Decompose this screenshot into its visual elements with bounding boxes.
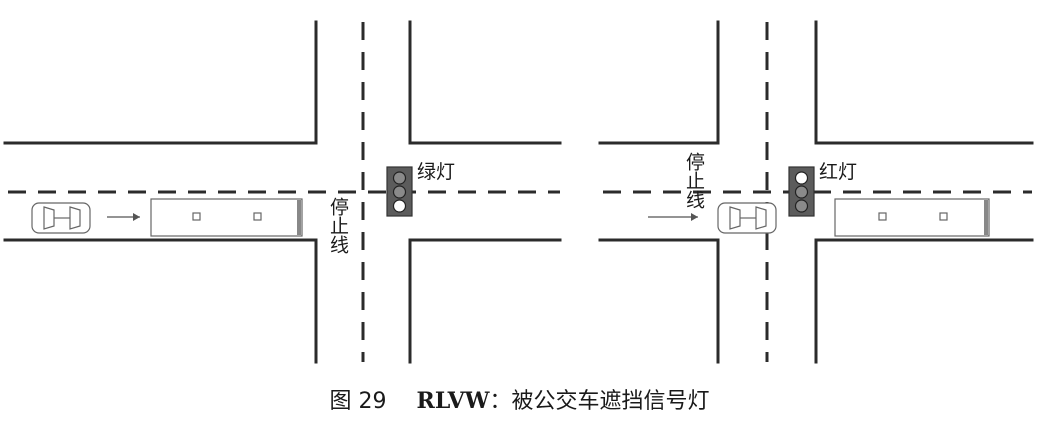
left-road-edge-bottom-left [3,238,318,364]
left-bus [150,198,303,237]
left-direction-arrow [107,213,140,221]
right-road-edge-top-right [814,20,1034,145]
left-road-edge-bottom-right [408,238,562,364]
left-car [31,202,91,234]
right-bus [834,198,990,237]
intersection-diagram: 绿灯 停止线 红灯 [3,20,1034,364]
left-road-edge-top-right [408,20,562,145]
figure-number: 图 29 [329,389,387,414]
right-car [717,202,777,234]
caption-title-rest: ：被公交车遮挡信号灯 [489,389,710,414]
right-direction-arrow [648,213,698,221]
caption-title-bold: RLVW [416,388,490,414]
left-road-edge-top-left [3,20,318,145]
figure-caption: 图 29 RLVW：被公交车遮挡信号灯 [0,383,1039,415]
right-road-edge-bottom-right [814,238,1034,364]
left-stop-line-label: 停止线 [327,197,349,254]
left-intersection: 绿灯 停止线 [3,20,562,364]
left-signal-label: 绿灯 [417,161,455,183]
right-road-edge-bottom-left [598,238,720,364]
right-stop-line-label: 停止线 [683,152,705,209]
right-signal-label: 红灯 [819,161,857,183]
left-traffic-light [386,166,413,217]
right-road-edge-top-left [598,20,720,145]
right-intersection: 红灯 停止线 [598,20,1034,364]
right-traffic-light [788,166,815,217]
